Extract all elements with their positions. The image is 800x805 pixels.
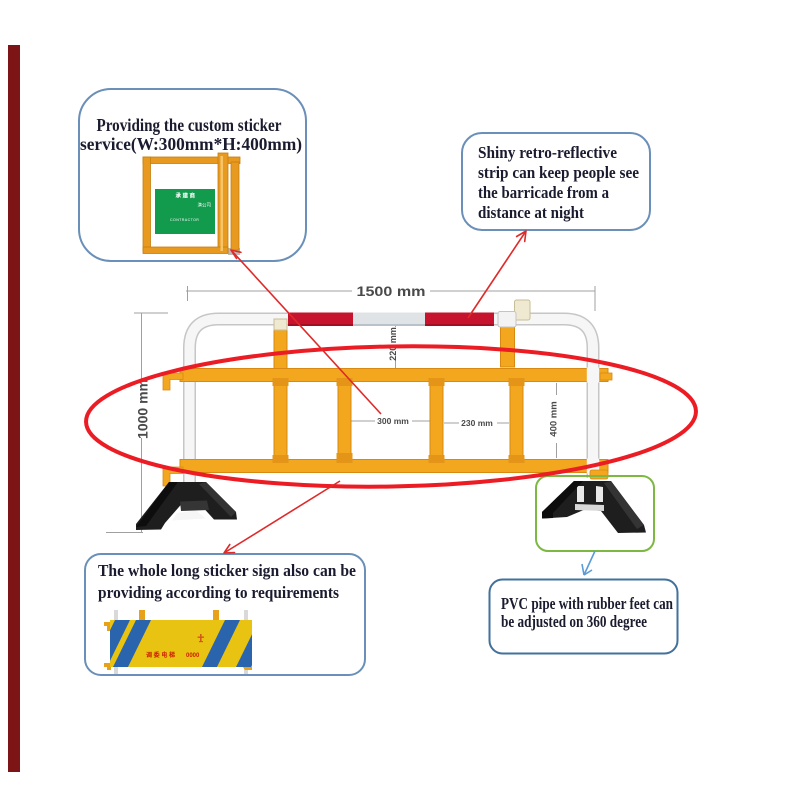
svg-text:Shiny retro-reflective: Shiny retro-reflective bbox=[478, 143, 617, 162]
svg-text:distance at night: distance at night bbox=[478, 203, 584, 222]
svg-text:300 mm: 300 mm bbox=[377, 416, 409, 426]
svg-text:400 mm: 400 mm bbox=[549, 401, 560, 436]
svg-text:The whole long sticker sign al: The whole long sticker sign also can be bbox=[98, 561, 356, 580]
svg-text:230 mm: 230 mm bbox=[461, 418, 493, 428]
svg-text:0000: 0000 bbox=[186, 653, 200, 659]
svg-text:PVC pipe with rubber feet can: PVC pipe with rubber feet can bbox=[501, 594, 673, 613]
svg-text:providing according to require: providing according to requirements bbox=[98, 583, 339, 602]
svg-text:service(W:300mm*H:400mm): service(W:300mm*H:400mm) bbox=[80, 134, 302, 154]
svg-text:潢公司: 潢公司 bbox=[198, 202, 212, 209]
svg-text:strip can keep people see: strip can keep people see bbox=[478, 163, 639, 182]
svg-text:调 委 电 梯: 调 委 电 梯 bbox=[146, 651, 175, 659]
svg-text:Providing the custom sticker: Providing the custom sticker bbox=[97, 115, 282, 135]
svg-text:220 mm: 220 mm bbox=[388, 327, 398, 361]
svg-text:CONTRACTOR: CONTRACTOR bbox=[170, 218, 199, 222]
svg-text:the barricade from a: the barricade from a bbox=[478, 183, 609, 202]
svg-text:承建商: 承建商 bbox=[175, 192, 196, 200]
svg-text:be adjusted on 360 degree: be adjusted on 360 degree bbox=[501, 612, 647, 631]
svg-text:1000 mm: 1000 mm bbox=[135, 379, 151, 439]
svg-text:1500 mm: 1500 mm bbox=[357, 284, 426, 299]
